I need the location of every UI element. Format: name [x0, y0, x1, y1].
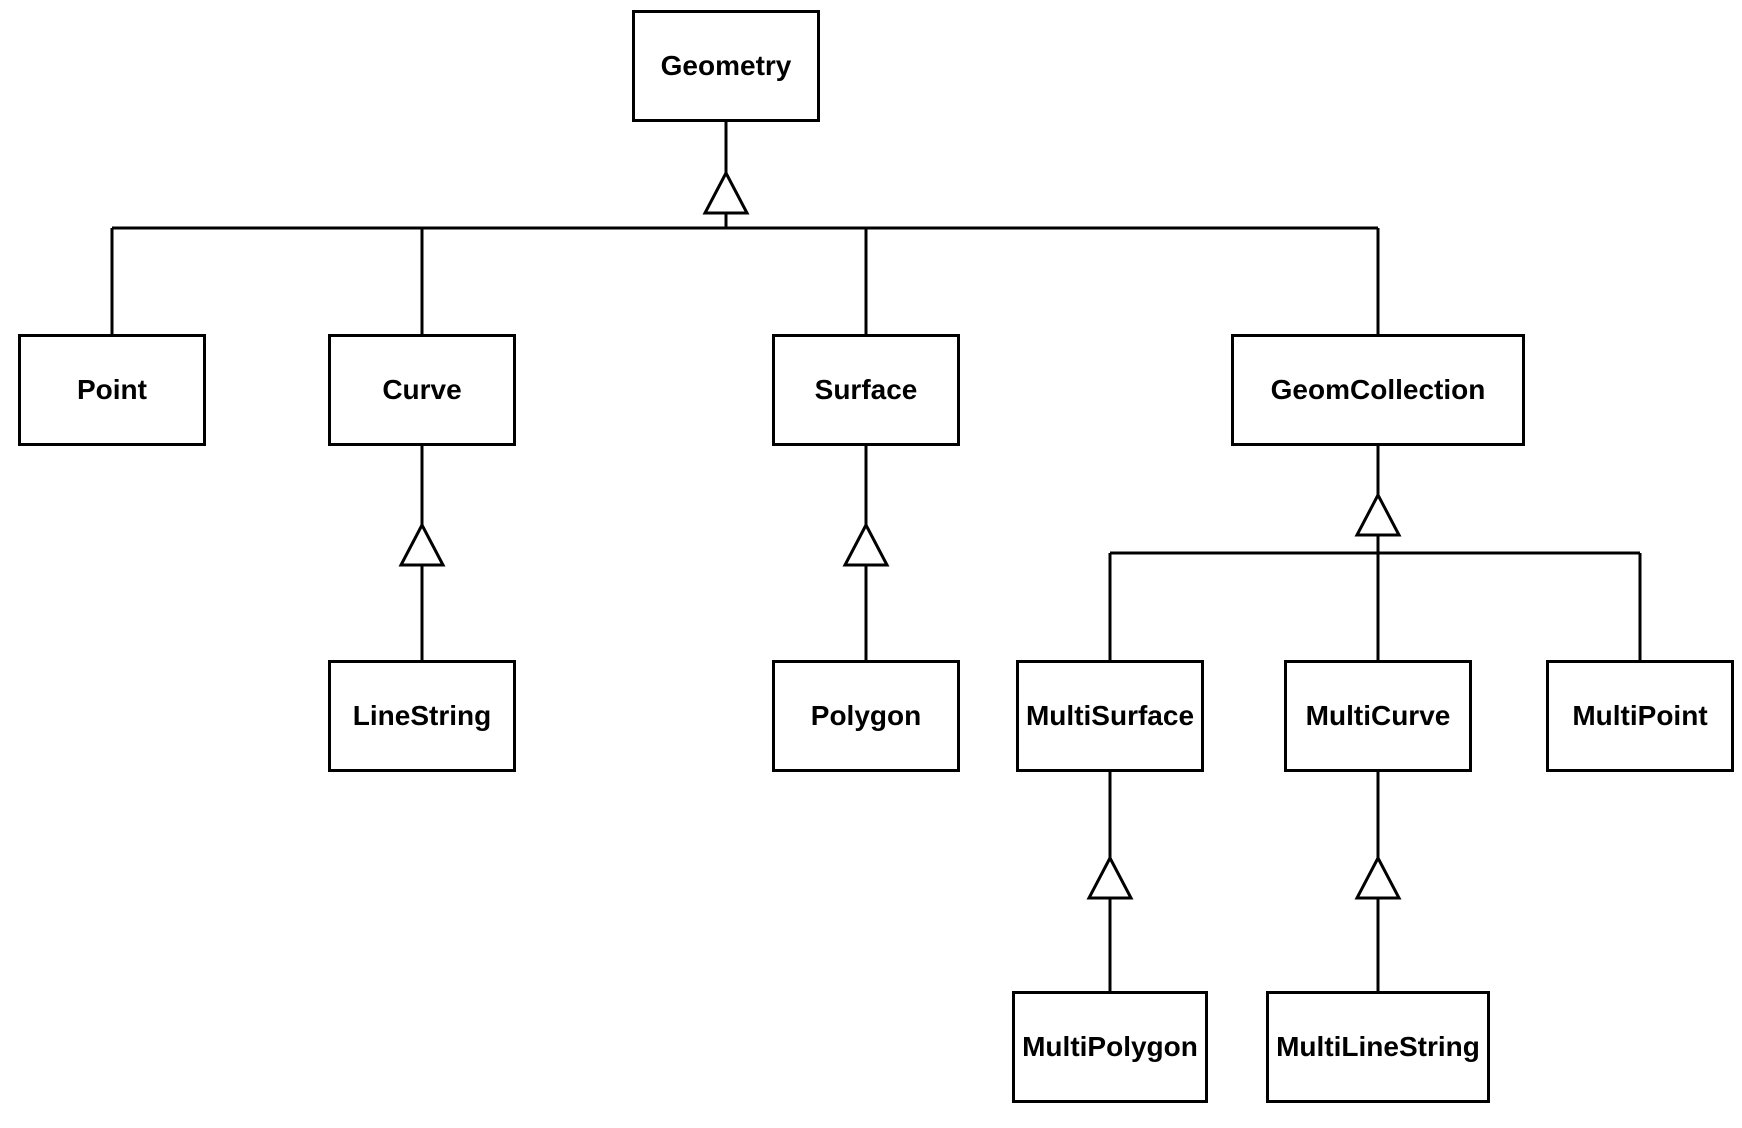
generalization-arrowhead-icon	[398, 521, 446, 567]
edge-curve-linestring	[398, 446, 446, 660]
node-label: Polygon	[810, 700, 922, 731]
node-label: MultiPolygon	[1022, 1031, 1198, 1062]
edge-surface-polygon	[842, 446, 890, 660]
edge-geometry-subclasses	[110, 122, 1380, 334]
node-geometry: Geometry	[632, 10, 820, 122]
node-label: GeomCollection	[1270, 374, 1486, 405]
node-point: Point	[18, 334, 206, 446]
edge-geomcollection-subclasses	[1108, 446, 1642, 660]
node-label: Surface	[814, 374, 918, 405]
node-label: LineString	[352, 700, 492, 731]
node-multicurve: MultiCurve	[1284, 660, 1472, 772]
edge-multicurve-multilinestring	[1354, 772, 1402, 991]
node-surface: Surface	[772, 334, 960, 446]
node-geomcollection: GeomCollection	[1231, 334, 1525, 446]
node-label: Geometry	[660, 50, 792, 81]
generalization-arrowhead-icon	[1086, 854, 1134, 900]
node-multilinestring: MultiLineString	[1266, 991, 1490, 1103]
edge-multisurface-multipolygon	[1086, 772, 1134, 991]
generalization-arrowhead-icon	[1354, 854, 1402, 900]
node-multipolygon: MultiPolygon	[1012, 991, 1208, 1103]
generalization-arrowhead-icon	[1354, 491, 1402, 537]
node-polygon: Polygon	[772, 660, 960, 772]
node-multipoint: MultiPoint	[1546, 660, 1734, 772]
node-label: MultiLineString	[1276, 1031, 1480, 1062]
node-label: MultiCurve	[1305, 700, 1451, 731]
node-multisurface: MultiSurface	[1016, 660, 1204, 772]
node-label: Curve	[382, 374, 462, 405]
node-linestring: LineString	[328, 660, 516, 772]
node-label: MultiSurface	[1025, 700, 1195, 731]
node-label: MultiPoint	[1572, 700, 1708, 731]
generalization-arrowhead-icon	[842, 521, 890, 567]
generalization-arrowhead-icon	[702, 169, 750, 215]
node-curve: Curve	[328, 334, 516, 446]
node-label: Point	[77, 374, 147, 405]
